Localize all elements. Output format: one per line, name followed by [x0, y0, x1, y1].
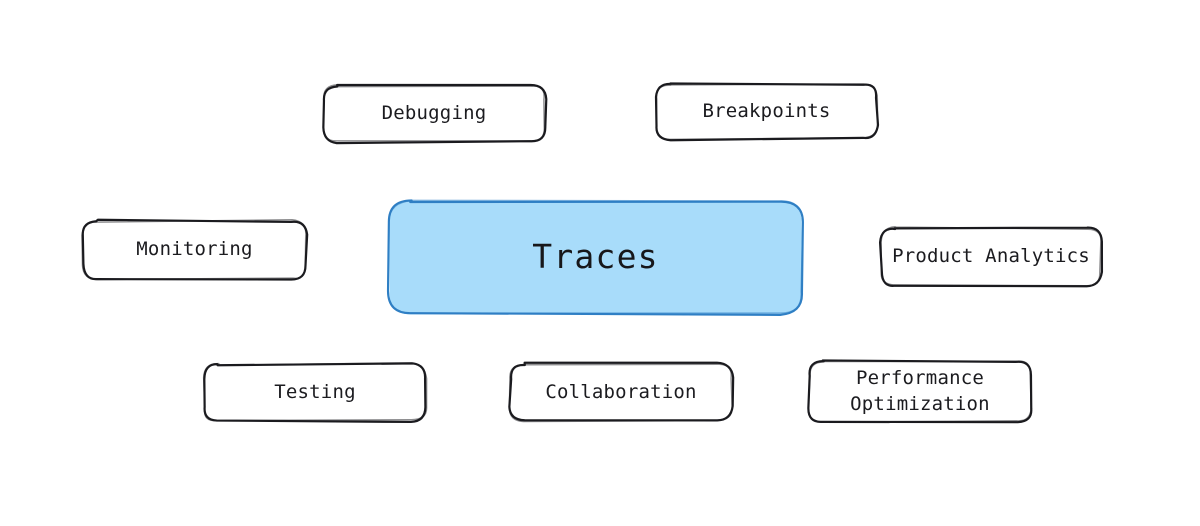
branch-node-debugging[interactable]: Debugging	[322, 83, 548, 145]
branch-node-label-performance-optimization: Performance Optimization	[850, 366, 990, 415]
branch-node-label-collaboration: Collaboration	[545, 380, 697, 403]
branch-node-monitoring[interactable]: Monitoring	[81, 218, 309, 281]
branch-node-collaboration[interactable]: Collaboration	[508, 361, 735, 423]
branch-node-product-analytics[interactable]: Product Analytics	[878, 226, 1104, 288]
branch-node-label-debugging: Debugging	[381, 102, 487, 125]
branch-node-performance-optimization[interactable]: Performance Optimization	[807, 359, 1033, 424]
central-node-traces[interactable]: Traces	[386, 199, 804, 316]
branch-node-label-breakpoints: Breakpoints	[702, 99, 831, 122]
branch-node-breakpoints[interactable]: Breakpoints	[654, 82, 880, 142]
branch-node-testing[interactable]: Testing	[202, 362, 428, 424]
branch-node-label-monitoring: Monitoring	[136, 238, 253, 261]
branch-node-label-testing: Testing	[274, 380, 356, 403]
central-node-label: Traces	[532, 237, 659, 277]
branch-node-label-product-analytics: Product Analytics	[892, 245, 1090, 268]
